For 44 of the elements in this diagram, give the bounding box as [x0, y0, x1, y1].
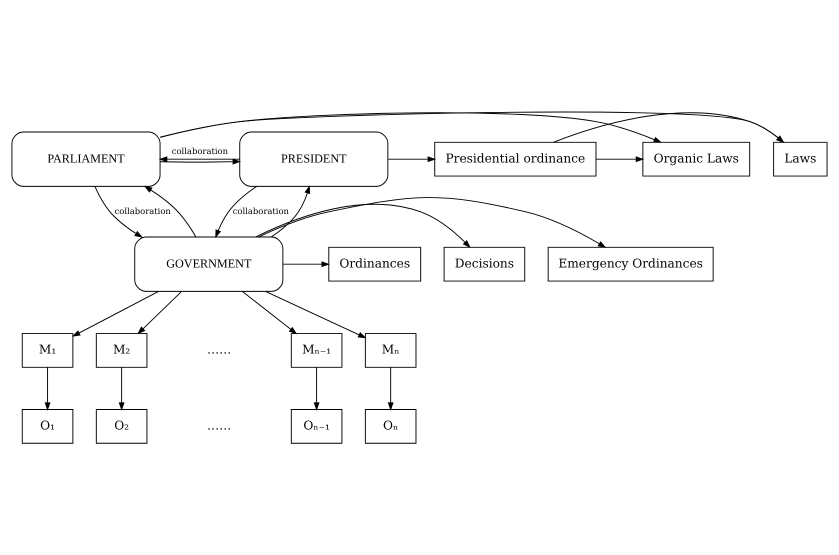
arrow	[160, 112, 784, 144]
arrow	[255, 204, 471, 248]
node-box: Organic Laws	[642, 142, 750, 177]
node-box: PARLIAMENT	[11, 132, 161, 187]
node-box: M₁	[22, 333, 74, 368]
arrow	[388, 366, 394, 411]
node-box: O₂	[96, 409, 148, 444]
arrow	[215, 186, 258, 238]
arrow	[144, 186, 196, 238]
node-box: M₂	[96, 333, 148, 368]
node-box: Oₙ₋₁	[290, 409, 342, 444]
arrow	[118, 366, 125, 411]
arrow	[265, 291, 366, 338]
label: ……	[206, 418, 232, 433]
node-box: Decisions	[444, 246, 526, 282]
arrow	[242, 291, 298, 334]
arrow	[388, 156, 436, 162]
node-box: Presidential ordinance	[434, 142, 596, 177]
arrow	[72, 291, 159, 337]
arrow	[160, 112, 662, 143]
arrow	[282, 261, 330, 268]
node-box: Oₙ	[364, 409, 416, 444]
node-box: Emergency Ordinances	[548, 246, 714, 282]
arrow	[553, 112, 784, 144]
edge-label: collaboration	[172, 146, 228, 156]
arrow	[270, 185, 310, 238]
node-box: O₁	[22, 409, 74, 444]
edge-label: collaboration	[114, 206, 171, 216]
arrow	[94, 186, 143, 238]
label: ……	[206, 342, 232, 357]
node-box: Mₙ	[364, 333, 416, 368]
arrow	[160, 158, 242, 165]
node-box: Mₙ₋₁	[290, 333, 342, 368]
node-box: PRESIDENT	[239, 132, 388, 187]
arrow	[137, 291, 182, 334]
node-box: Ordinances	[328, 246, 422, 282]
edge-label: collaboration	[232, 206, 289, 216]
arrow	[44, 366, 51, 411]
arrow	[596, 156, 644, 162]
node-box: GOVERNMENT	[134, 236, 284, 292]
arrow	[158, 156, 240, 162]
arrow	[258, 197, 606, 248]
arrow	[314, 366, 320, 411]
node-box: Laws	[773, 142, 828, 177]
